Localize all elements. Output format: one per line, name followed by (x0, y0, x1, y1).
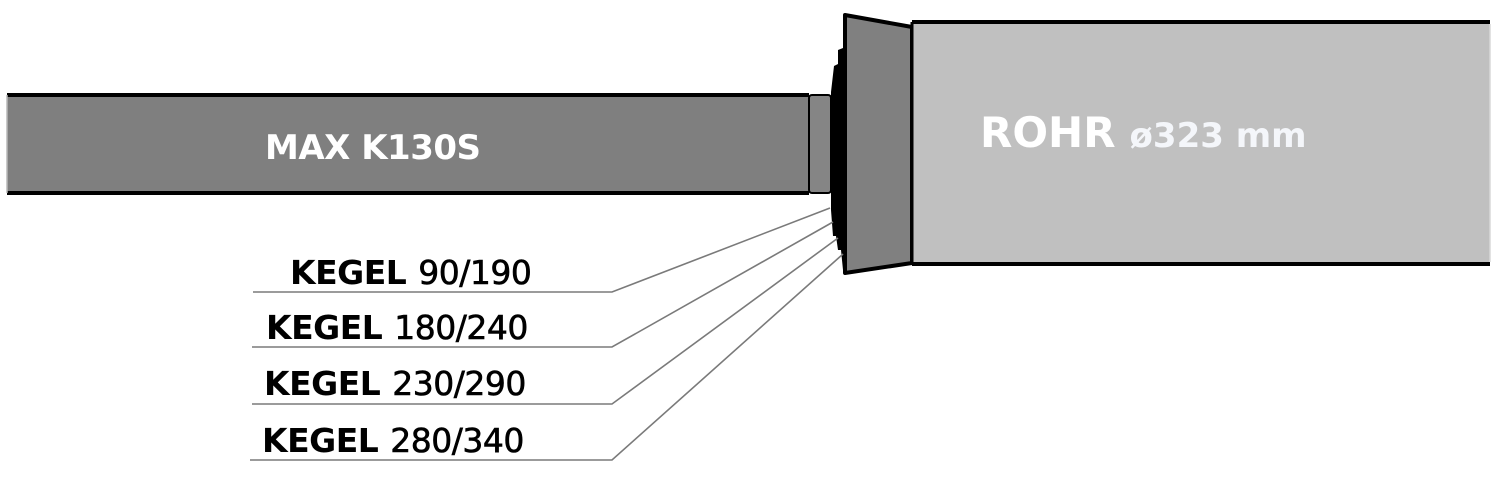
rod-max-k130s (6, 93, 809, 195)
cone-label-word: KEGEL (266, 308, 383, 347)
cone-adapter (843, 13, 914, 275)
cone-label-size: 90/190 (418, 253, 532, 292)
leader-line-kegel-3 (252, 237, 839, 405)
cone-label-3: KEGEL 230/290 (264, 364, 527, 403)
cone-label-word: KEGEL (262, 421, 379, 460)
pipe-rohr (910, 20, 1491, 266)
cone-label-word: KEGEL (290, 253, 407, 292)
rod-label: MAX K130S (265, 128, 481, 168)
cone-stack (831, 28, 846, 270)
cone-label-word: KEGEL (264, 364, 381, 403)
leader-line-kegel-1 (253, 207, 831, 293)
cone-label-2: KEGEL 180/240 (266, 308, 529, 347)
leader-line-kegel-4 (250, 253, 844, 461)
rod-coupling (808, 94, 832, 194)
cone-label-size: 230/290 (392, 364, 527, 403)
pipe-diameter: ø323 mm (1129, 116, 1307, 156)
leader-line-kegel-2 (252, 221, 834, 348)
cone-label-1: KEGEL 90/190 (290, 253, 532, 292)
cone-label-4: KEGEL 280/340 (262, 421, 525, 460)
cone-label-size: 280/340 (390, 421, 525, 460)
leader-lines (250, 207, 844, 461)
pipe-name: ROHR (980, 108, 1116, 157)
cone-label-size: 180/240 (394, 308, 529, 347)
